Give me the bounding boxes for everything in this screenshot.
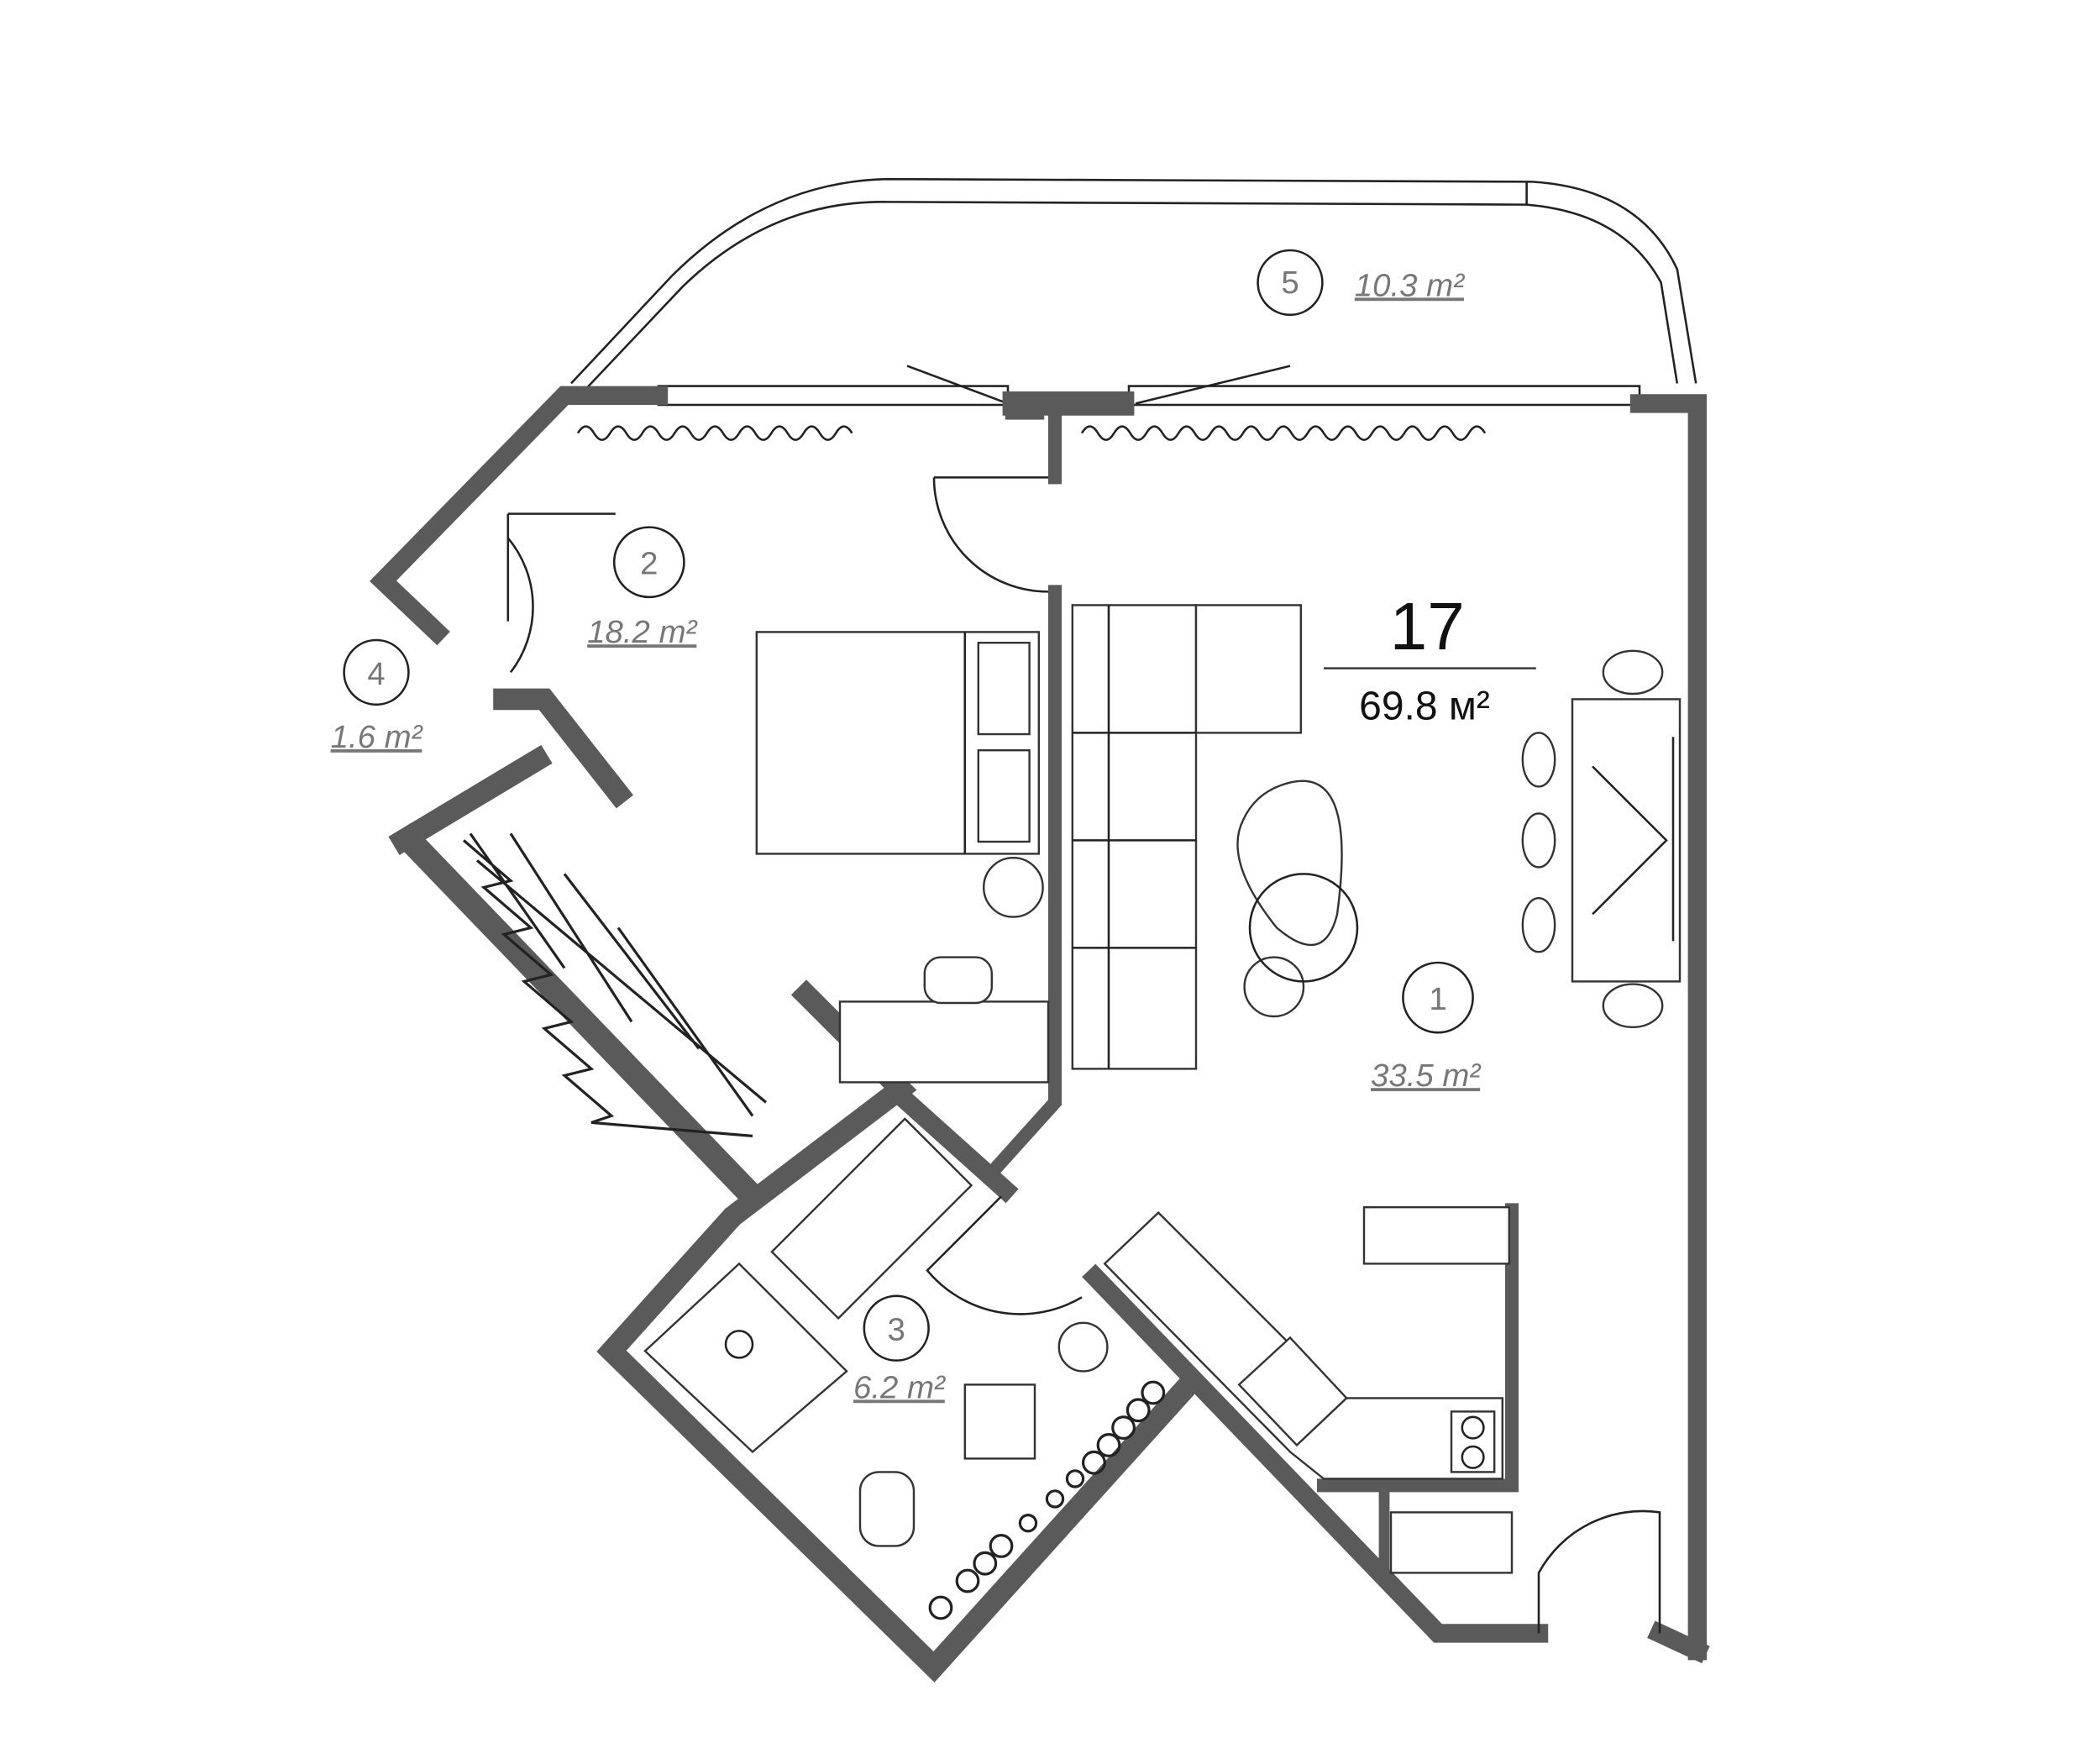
- curtain: [1080, 425, 1487, 441]
- kitchen: [1103, 1206, 1514, 1574]
- dining-table: [1521, 649, 1682, 1028]
- svg-text:3: 3: [888, 1312, 905, 1348]
- room-4-label: 4 1.6 m²: [331, 638, 423, 755]
- room-3-label: 3 6.2 m²: [853, 1294, 946, 1405]
- curtain: [576, 425, 853, 441]
- apartment-area: 69.8 м²: [1359, 684, 1490, 728]
- coffee-table: [1236, 780, 1343, 947]
- svg-text:1.6 m²: 1.6 m²: [331, 719, 423, 755]
- svg-text:4: 4: [367, 656, 385, 692]
- apartment-number: 17: [1390, 589, 1465, 664]
- doors: [506, 476, 1661, 1634]
- pouf: [1248, 873, 1359, 983]
- wardrobe-hangers: [462, 832, 768, 1137]
- room-5-label: 5 10.3 m²: [1257, 249, 1465, 317]
- nightstand-lamp: [983, 857, 1044, 918]
- apartment-label: 17 69.8 м²: [1324, 589, 1536, 728]
- wardrobe-storage: [928, 1380, 1166, 1620]
- svg-text:6.2 m²: 6.2 m²: [853, 1369, 946, 1405]
- bed: [755, 631, 1040, 855]
- bathroom: [643, 1117, 1109, 1547]
- svg-text:10.3 m²: 10.3 m²: [1355, 267, 1465, 303]
- svg-text:1: 1: [1429, 981, 1446, 1017]
- room-2-label: 2 18.2 m²: [587, 526, 698, 650]
- desk: [838, 1000, 1050, 1084]
- pouf: [1243, 956, 1305, 1018]
- svg-text:33.5 m²: 33.5 m²: [1371, 1058, 1481, 1094]
- svg-text:18.2 m²: 18.2 m²: [587, 614, 697, 650]
- svg-text:2: 2: [640, 546, 658, 582]
- svg-text:5: 5: [1281, 265, 1299, 301]
- balcony: [570, 177, 1697, 389]
- window-glazing: [657, 365, 1641, 407]
- room-1-label: 1 33.5 m²: [1371, 961, 1481, 1094]
- desk-chair: [923, 956, 993, 1005]
- sofa: [1071, 604, 1302, 1070]
